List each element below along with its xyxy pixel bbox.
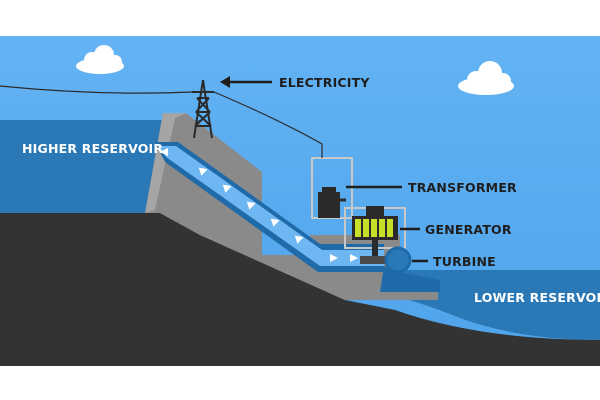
generator xyxy=(352,206,398,256)
transformer-unit xyxy=(318,192,340,218)
transmission-tower-icon xyxy=(192,79,214,139)
label-transformer: TRANSFORMER xyxy=(408,180,517,195)
dam-highlight xyxy=(145,113,186,213)
label-turbine: TURBINE xyxy=(433,254,496,269)
cloud-left xyxy=(76,45,124,74)
label-lower-reservoir: LOWER RESERVOIR xyxy=(474,290,600,305)
label-higher-reservoir: HIGHER RESERVOIR xyxy=(22,141,163,156)
electricity-arrow-icon xyxy=(220,76,272,88)
outlet-channel xyxy=(380,266,440,292)
power-line-right xyxy=(213,91,323,158)
flow-arrows xyxy=(160,148,358,262)
penstock-inner xyxy=(158,146,384,266)
label-electricity: ELECTRICITY xyxy=(279,75,370,90)
power-line-left xyxy=(0,85,193,94)
cloud-right xyxy=(458,61,514,95)
ground xyxy=(0,213,600,366)
label-generator: GENERATOR xyxy=(425,222,512,237)
